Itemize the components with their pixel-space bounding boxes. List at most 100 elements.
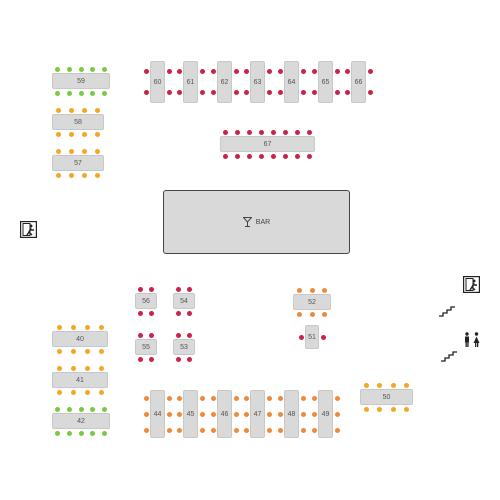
seat xyxy=(311,411,317,417)
seat xyxy=(233,427,239,433)
seat xyxy=(166,69,172,74)
seat xyxy=(176,356,181,362)
seat xyxy=(334,427,340,433)
seat xyxy=(187,286,192,292)
table-60[interactable]: 60 xyxy=(150,61,165,103)
seat xyxy=(187,356,192,362)
table-56[interactable]: 56 xyxy=(135,293,157,309)
seat xyxy=(199,69,205,74)
table-number: 50 xyxy=(382,393,391,401)
table-46[interactable]: 46 xyxy=(217,390,232,438)
table-number: 64 xyxy=(287,78,296,86)
table-number: 58 xyxy=(74,118,82,126)
table-49[interactable]: 49 xyxy=(318,390,333,438)
table-61[interactable]: 61 xyxy=(183,61,198,103)
seat xyxy=(138,286,143,292)
seat xyxy=(56,131,61,137)
seat xyxy=(101,66,107,72)
seat xyxy=(98,365,104,371)
bar-label: BAR xyxy=(255,218,271,226)
table-number: 51 xyxy=(308,333,316,341)
seat xyxy=(66,66,72,72)
seat xyxy=(90,430,96,436)
table-63[interactable]: 63 xyxy=(250,61,265,103)
seat xyxy=(149,332,154,338)
seat xyxy=(78,90,84,96)
seat xyxy=(309,287,315,293)
table-48[interactable]: 48 xyxy=(284,390,299,438)
table-67[interactable]: 67 xyxy=(220,136,315,152)
table-47[interactable]: 47 xyxy=(250,390,265,438)
seat xyxy=(98,324,104,330)
seat xyxy=(277,69,283,74)
seat xyxy=(210,427,216,433)
seat xyxy=(320,334,326,340)
seat xyxy=(70,348,76,354)
table-54[interactable]: 54 xyxy=(173,293,195,309)
seat xyxy=(56,389,62,395)
seat xyxy=(233,90,239,95)
seat xyxy=(101,90,107,96)
seat xyxy=(69,148,74,154)
table-number: 46 xyxy=(220,410,229,418)
seat xyxy=(306,153,312,159)
seat xyxy=(300,411,306,417)
table-42[interactable]: 42 xyxy=(52,413,110,429)
seat xyxy=(138,310,143,316)
restroom-icon xyxy=(465,332,480,347)
seat xyxy=(84,365,90,371)
table-number: 53 xyxy=(180,343,188,351)
seat xyxy=(176,332,181,338)
seat xyxy=(199,395,205,401)
seat xyxy=(82,131,87,137)
table-64[interactable]: 64 xyxy=(284,61,299,103)
table-number: 45 xyxy=(186,410,195,418)
table-62[interactable]: 62 xyxy=(217,61,232,103)
table-40[interactable]: 40 xyxy=(52,331,108,347)
table-number: 48 xyxy=(287,410,296,418)
seat xyxy=(282,153,288,159)
seat xyxy=(266,69,272,74)
table-65[interactable]: 65 xyxy=(318,61,333,103)
seat xyxy=(138,356,143,362)
table-number: 55 xyxy=(142,343,150,351)
seat xyxy=(311,69,317,74)
seat xyxy=(56,107,61,113)
table-50[interactable]: 50 xyxy=(360,389,413,405)
seat xyxy=(344,90,350,95)
seat xyxy=(199,411,205,417)
seat xyxy=(243,411,249,417)
table-55[interactable]: 55 xyxy=(135,339,157,355)
seat xyxy=(235,129,241,135)
seat xyxy=(143,427,149,433)
seat xyxy=(277,411,283,417)
table-number: 60 xyxy=(153,78,162,86)
seat xyxy=(70,324,76,330)
table-52[interactable]: 52 xyxy=(293,294,331,310)
table-41[interactable]: 41 xyxy=(52,372,108,388)
seat xyxy=(243,90,249,95)
seat xyxy=(95,172,100,178)
table-number: 63 xyxy=(253,78,262,86)
seat xyxy=(311,427,317,433)
seat xyxy=(259,153,265,159)
table-53[interactable]: 53 xyxy=(173,339,195,355)
seat xyxy=(66,406,72,412)
seat xyxy=(300,90,306,95)
seat xyxy=(149,310,154,316)
table-58[interactable]: 58 xyxy=(52,114,104,130)
table-45[interactable]: 45 xyxy=(183,390,198,438)
seat xyxy=(223,153,229,159)
seat xyxy=(210,395,216,401)
table-66[interactable]: 66 xyxy=(351,61,366,103)
seat xyxy=(377,406,383,412)
table-number: 66 xyxy=(354,78,363,86)
seat xyxy=(90,90,96,96)
table-number: 61 xyxy=(186,78,195,86)
table-51[interactable]: 51 xyxy=(305,325,319,349)
seat xyxy=(282,129,288,135)
table-57[interactable]: 57 xyxy=(52,155,104,171)
seat xyxy=(300,69,306,74)
table-59[interactable]: 59 xyxy=(52,73,110,89)
table-44[interactable]: 44 xyxy=(150,390,165,438)
